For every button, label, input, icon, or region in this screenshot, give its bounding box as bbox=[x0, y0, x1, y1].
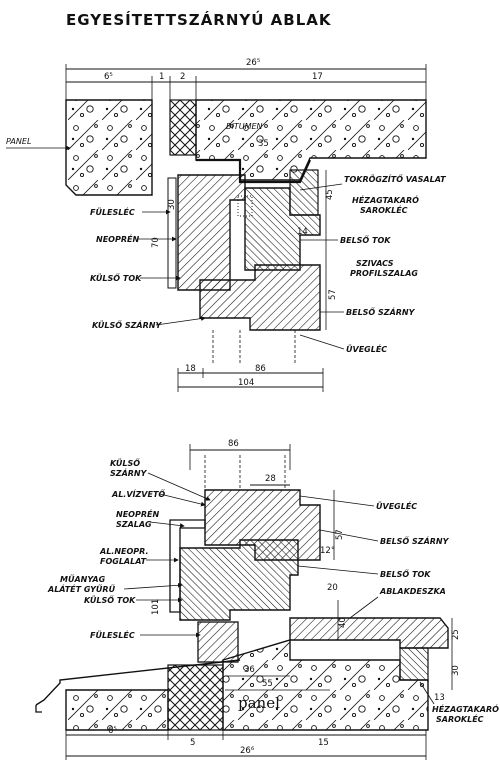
panel-right-bottom bbox=[222, 639, 429, 731]
label-hezagtakaro-bottom-2: SAROKLÉC bbox=[436, 713, 484, 724]
label-kulso-tok-bottom: KÜLSŐ TOK bbox=[84, 595, 136, 605]
dim-45: 45 bbox=[325, 189, 335, 200]
label-belso-szarny-top: BELSŐ SZÁRNY bbox=[346, 306, 416, 317]
label-szivacs-1: SZIVACS bbox=[356, 259, 394, 268]
dim-a-top: 6⁵ bbox=[104, 72, 113, 82]
top-section: 26⁵ 6⁵ 1 2 17 bbox=[6, 58, 446, 392]
label-kulso-tok-top: KÜLSŐ TOK bbox=[90, 273, 142, 283]
dim-86-top: 86 bbox=[255, 364, 266, 374]
label-uveglec-top: ÜVEGLÉC bbox=[346, 343, 387, 354]
label-hezagtakaro-bottom-1: HÉZAGTAKARÓ bbox=[432, 703, 499, 714]
panel-left-concrete bbox=[65, 99, 153, 196]
label-belso-tok-bottom: BELSŐ TOK bbox=[380, 569, 431, 579]
dim-20: 20 bbox=[327, 583, 338, 593]
label-hezagtakaro-2: SAROKLÉC bbox=[360, 204, 408, 215]
insulation-bottom bbox=[167, 664, 224, 731]
foam-top bbox=[237, 195, 253, 217]
top-bottom-dims: 18 86 104 bbox=[177, 364, 324, 392]
label-al-vizveto: AL.VÍZVETŐ bbox=[111, 488, 165, 499]
corner-strip-bottom bbox=[399, 647, 429, 681]
label-tokrogzito: TOKRÖGZÍTŐ VASALAT bbox=[344, 173, 446, 184]
dim-57-top: 57 bbox=[328, 289, 338, 300]
label-muanyag-2: ALÁTÉT GYŰRŰ bbox=[47, 583, 116, 594]
dim-13: 13 bbox=[434, 693, 445, 703]
dim-57-bottom: 57 bbox=[335, 529, 345, 540]
label-kulso-szarny-bottom-1: KÜLSŐ bbox=[110, 458, 140, 468]
dim-total-top: 26⁵ bbox=[246, 58, 260, 68]
label-neopren-top: NEOPRÉN bbox=[96, 233, 139, 244]
label-hezagtakaro-1: HÉZAGTAKARÓ bbox=[352, 194, 419, 205]
label-al-neopr-1: AL.NEOPR. bbox=[99, 547, 149, 556]
dim-30: 30 bbox=[167, 199, 177, 210]
aluminium-drip bbox=[169, 519, 206, 613]
dim-101: 101 bbox=[151, 599, 161, 615]
dim-14: 14 bbox=[297, 227, 308, 237]
dim-c-top: 2 bbox=[180, 72, 185, 82]
label-kulso-szarny-top: KÜLSŐ SZÁRNY bbox=[92, 319, 162, 330]
dim-30-bottom: 30 bbox=[451, 665, 461, 676]
dim-d-top: 17 bbox=[312, 72, 323, 82]
dim-c-bottom: 15 bbox=[318, 738, 329, 748]
sash-block-top bbox=[199, 264, 321, 331]
label-bitumen: BITUMEN bbox=[226, 122, 263, 131]
dim-40: 40 bbox=[338, 617, 348, 628]
dim-70: 70 bbox=[151, 237, 161, 248]
lintel-concrete bbox=[195, 99, 427, 181]
dim-12deg: 12° bbox=[320, 546, 335, 556]
dim-36: 36 bbox=[244, 665, 255, 675]
label-ablakdeszka: ABLAKDESZKA bbox=[379, 587, 446, 596]
dim-55: 55 bbox=[262, 679, 273, 689]
sill-board bbox=[289, 617, 449, 649]
label-uveglec-bottom: ÜVEGLÉC bbox=[376, 500, 417, 511]
dim-18: 18 bbox=[185, 364, 196, 374]
dim-a-bottom: 6⁵ bbox=[108, 726, 117, 736]
corner-strip-top bbox=[289, 169, 319, 216]
label-panel-top: PANEL bbox=[6, 137, 31, 146]
outer-frame-top bbox=[177, 174, 246, 291]
outer-sill-slope bbox=[35, 659, 241, 706]
dim-b-top: 1 bbox=[159, 72, 164, 82]
dim-28: 28 bbox=[265, 474, 276, 484]
label-belso-tok-top: BELSŐ TOK bbox=[340, 235, 391, 245]
label-fuleslec-bottom: FÜLESLÉC bbox=[90, 629, 135, 640]
drawing-title: EGYESÍTETTSZÁRNYÚ ABLAK bbox=[66, 10, 332, 29]
neoprene-strip-top bbox=[167, 177, 177, 289]
panel-left-bottom bbox=[65, 689, 169, 731]
label-neopren-bottom-2: SZALAG bbox=[116, 520, 152, 529]
inner-frame-bottom bbox=[179, 539, 299, 621]
label-al-neopr-2: FOGLALAT bbox=[100, 557, 147, 566]
label-neopren-bottom-1: NEOPRÉN bbox=[116, 508, 159, 519]
dim-35: 35 bbox=[258, 139, 269, 149]
label-kulso-szarny-bottom-2: SZÁRNY bbox=[110, 467, 148, 478]
lug-strip-bottom bbox=[197, 621, 239, 663]
dim-86-bottom: 86 bbox=[228, 439, 239, 449]
label-fuleslec-top: FÜLESLÉC bbox=[90, 206, 135, 217]
insulation-strip bbox=[169, 99, 197, 156]
bottom-section: 86 28 panel 57 12° 20 40 bbox=[35, 439, 499, 760]
dim-b-bottom: 5 bbox=[190, 738, 195, 748]
dim-25: 25 bbox=[451, 629, 461, 640]
top-dimension-row: 26⁵ 6⁵ 1 2 17 bbox=[65, 58, 427, 100]
label-belso-szarny-bottom: BELSŐ SZÁRNY bbox=[380, 535, 450, 546]
dim-total-bottom: 26⁶ bbox=[240, 746, 255, 756]
label-szivacs-2: PROFILSZALAG bbox=[350, 269, 418, 278]
label-muanyag-1: MŰANYAG bbox=[60, 574, 106, 584]
label-panel-bottom: panel bbox=[238, 694, 280, 712]
dim-104: 104 bbox=[238, 378, 254, 388]
